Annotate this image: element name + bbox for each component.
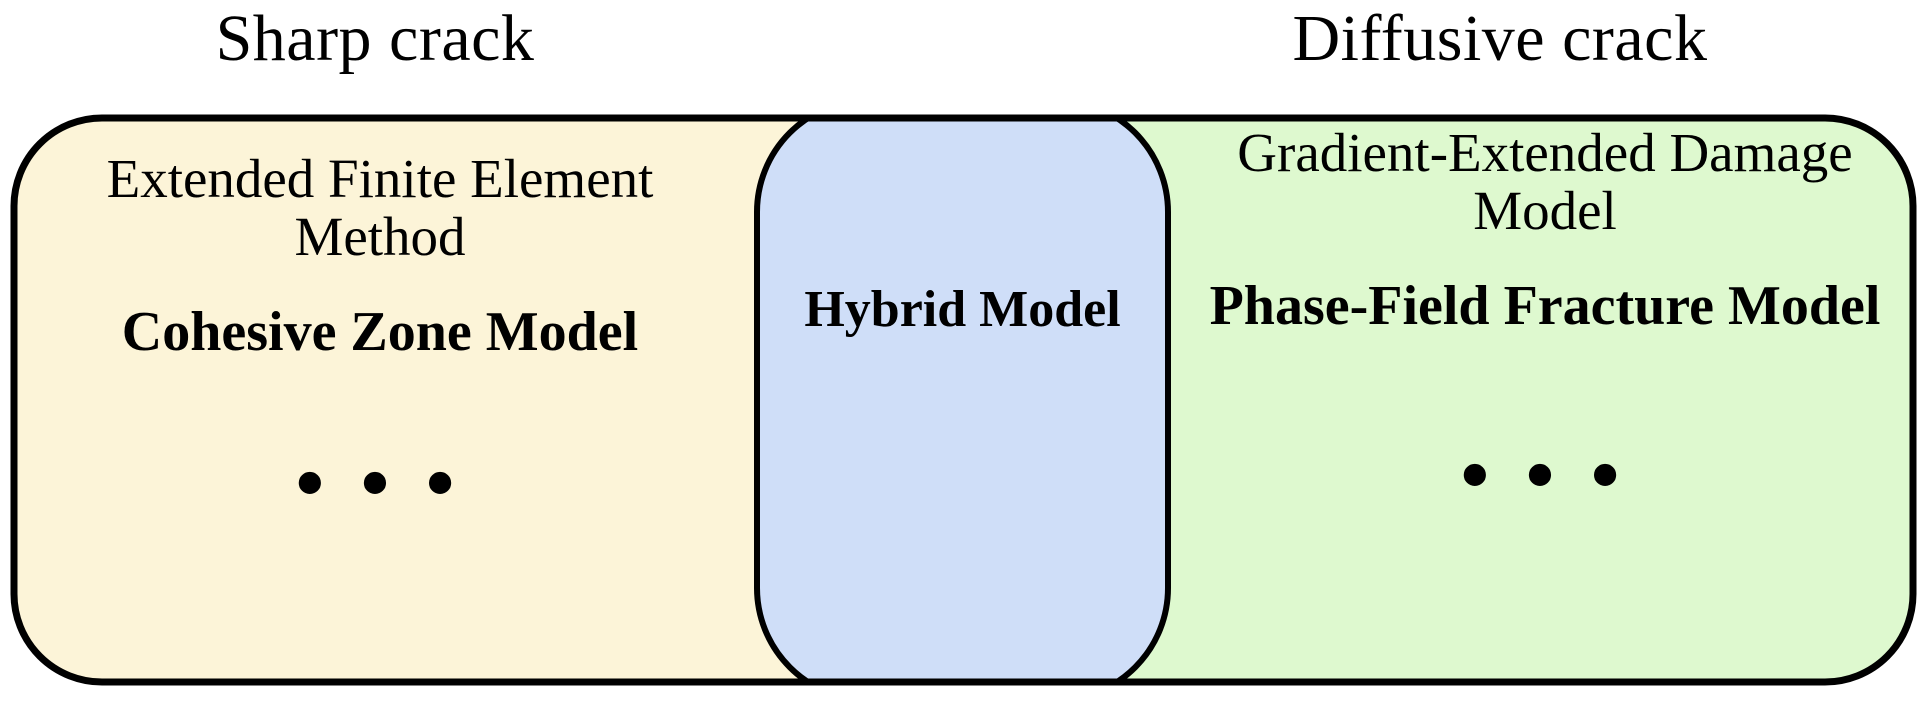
sharp-crack-method-bold: Cohesive Zone Model [121, 301, 639, 363]
outer-container-border [10, 114, 1917, 686]
diffusive-crack-ellipsis: • • • [1460, 429, 1630, 520]
hybrid-model-capsule [754, 118, 1171, 682]
label-diffusive-crack: Diffusive crack [1292, 2, 1708, 75]
label-sharp-crack: Sharp crack [215, 2, 535, 75]
hybrid-model-label: Hybrid Model [804, 281, 1121, 338]
diffusive-crack-method-bold: Phase-Field Fracture Model [1209, 275, 1881, 337]
diffusive-crack-method-plain: Gradient-Extended Damage Model [1237, 122, 1853, 242]
sharp-crack-ellipsis: • • • [295, 437, 465, 528]
sharp-crack-method-plain: Extended Finite Element Method [106, 148, 654, 268]
